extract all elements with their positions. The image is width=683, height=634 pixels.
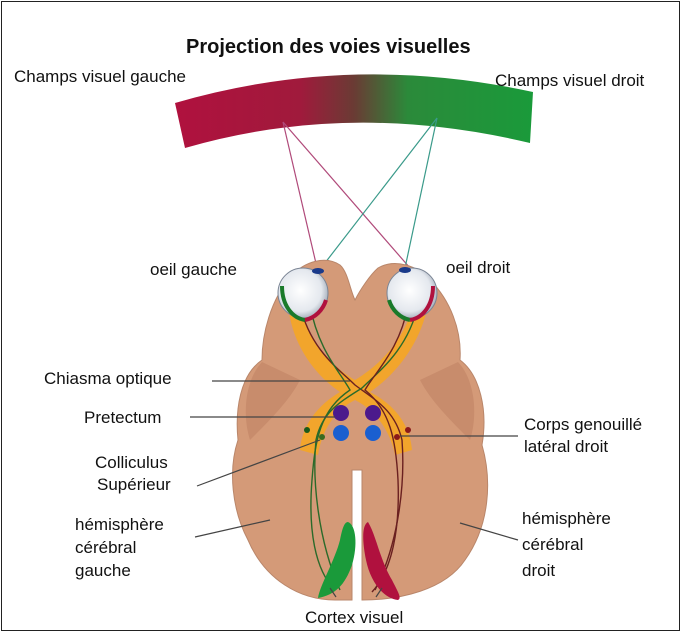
lgn-label-line1: Corps genouillé [524,414,642,436]
colliculus-label-line2: Supérieur [97,474,171,496]
right-field-label: Champs visuel droit [495,70,644,92]
pretectum-right [365,405,381,421]
right-eye-label: oeil droit [446,257,510,279]
right-hemisphere-label-line2: cérébral [522,534,583,556]
left-hemisphere-label-line2: cérébral [75,537,136,559]
colliculus-right [365,425,381,441]
left-hemisphere-label-line1: hémisphère [75,514,164,536]
pretectum-label: Pretectum [84,407,161,429]
diagram-title: Projection des voies visuelles [186,36,471,58]
colliculus-label-line1: Colliculus [95,452,168,474]
visual-field-arc [175,74,533,148]
brain-outline [233,260,488,600]
left-eye-label: oeil gauche [150,259,237,281]
pretectum-left [333,405,349,421]
lgn-label-line2: latéral droit [524,436,608,458]
brain [233,260,488,600]
lgn-left-2 [319,434,325,440]
colliculus-left [333,425,349,441]
right-hemisphere-label-line3: droit [522,560,555,582]
chiasma-label: Chiasma optique [44,368,172,390]
projection-lines [283,118,437,272]
cortex-label: Cortex visuel [305,607,403,629]
lgn-left-1 [304,427,310,433]
lgn-right-2 [405,427,411,433]
left-field-label: Champs visuel gauche [14,66,186,88]
left-hemisphere-label-line3: gauche [75,560,131,582]
lgn-right-1 [394,434,400,440]
right-hemisphere-label-line1: hémisphère [522,508,611,530]
